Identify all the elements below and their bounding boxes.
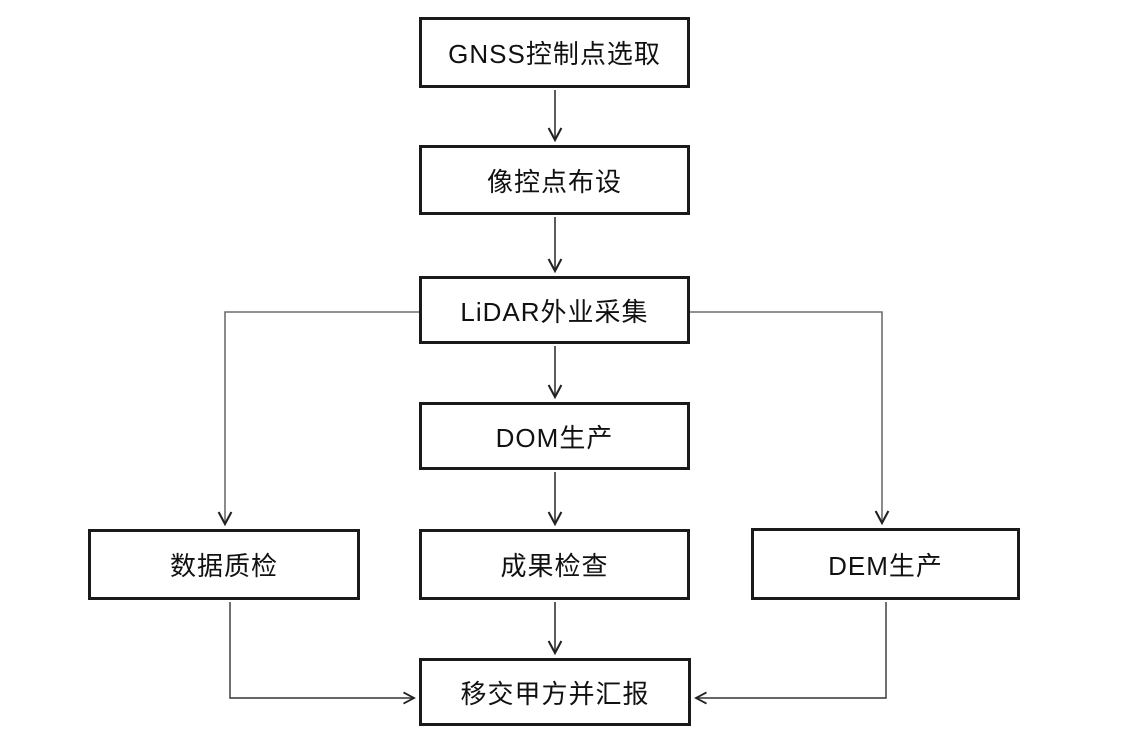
connector-lidar-to-shuju	[217, 311, 419, 527]
node-label: GNSS控制点选取	[448, 39, 661, 69]
node-label: 移交甲方并汇报	[460, 678, 650, 709]
node-data-quality-check: 数据质检	[88, 529, 360, 600]
node-image-control-point-layout: 像控点布设	[419, 145, 690, 215]
connector-shuju-to-yijiao	[229, 602, 416, 705]
node-label: 成果检查	[500, 551, 609, 581]
node-gnss-control-point-selection: GNSS控制点选取	[419, 17, 690, 88]
node-label: LiDAR外业采集	[460, 296, 649, 327]
node-result-inspection: 成果检查	[419, 529, 690, 600]
connector-dem-to-yijiao	[694, 602, 887, 705]
node-label: DEM生产	[828, 550, 943, 581]
node-label: DOM生产	[495, 422, 614, 453]
node-lidar-field-collection: LiDAR外业采集	[419, 276, 690, 344]
node-dem-production: DEM生产	[751, 528, 1020, 600]
node-handover-and-report: 移交甲方并汇报	[419, 658, 691, 726]
node-label: 数据质检	[169, 551, 278, 581]
node-dom-production: DOM生产	[419, 402, 690, 470]
connector-lidar-to-dem	[690, 311, 890, 526]
node-label: 像控点布设	[486, 166, 622, 197]
